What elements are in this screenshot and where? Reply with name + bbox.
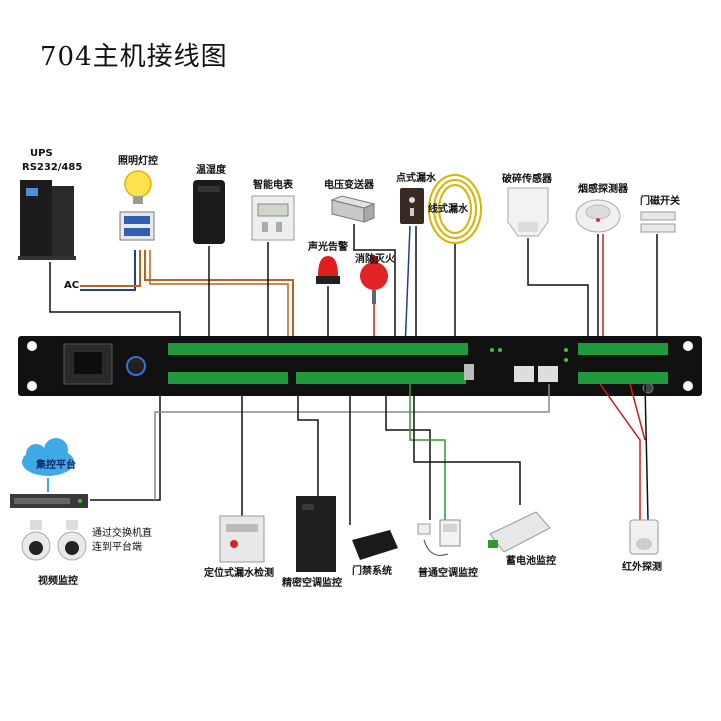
infrared-label: 红外探测 (622, 562, 662, 573)
ups-label: UPS (30, 148, 53, 159)
lighting-label: 照明灯控 (118, 156, 158, 167)
sound-light-alarm-label: 声光告警 (308, 242, 348, 253)
line-leak-cable-icon (428, 174, 482, 244)
smart-meter-label: 智能电表 (253, 180, 293, 191)
network-switch-icon (10, 494, 88, 508)
switch-note-line-1: 通过交换机直 (92, 528, 152, 539)
cloud-platform-icon (22, 438, 74, 476)
glass-break-label: 破碎传感器 (502, 174, 552, 185)
dome-camera-icon (57, 520, 87, 561)
host-704-chassis (18, 336, 702, 396)
voltage-transmitter-icon (330, 195, 376, 223)
video-label: 视频监控 (38, 576, 78, 587)
dome-camera-icon (21, 520, 51, 561)
fire-extinguish-label: 消防灭火 (355, 254, 395, 265)
precision-ac-cabinet-icon (296, 496, 336, 572)
smart-meter-icon (251, 195, 295, 241)
normal-ac-label: 普通空调监控 (418, 568, 478, 579)
infrared-detector-icon (629, 519, 659, 555)
smoke-detector-label: 烟感探测器 (578, 184, 628, 195)
spot-leak-sensor-icon (400, 188, 424, 224)
ac-label: AC (64, 280, 80, 291)
precision-ac-label: 精密空调监控 (282, 578, 342, 589)
temp-humidity-label: 温湿度 (196, 165, 226, 176)
switch-note-line-2: 连到平台端 (92, 542, 142, 553)
fixed-leak-label: 定位式漏水检测 (204, 568, 274, 579)
platform-label: 集控平台 (36, 460, 76, 471)
door-contact-icon (640, 211, 676, 233)
contactor-icon (119, 211, 155, 241)
voltage-transmitter-label: 电压变送器 (324, 180, 374, 191)
ups-device-icon (18, 180, 76, 260)
battery-monitor-icon (488, 511, 551, 553)
leak-controller-icon (219, 515, 265, 563)
glass-break-sensor-icon (507, 187, 549, 237)
door-contact-label: 门磁开关 (640, 196, 680, 207)
ac-controller-icon (417, 519, 461, 556)
smoke-detector-icon (575, 199, 621, 233)
light-bulb-icon (124, 170, 152, 204)
spot-leak-label: 点式漏水 (396, 173, 436, 184)
sound-light-alarm-icon (316, 256, 340, 284)
fire-extinguisher-icon (360, 256, 388, 304)
access-control-label: 门禁系统 (352, 566, 392, 577)
access-control-box-icon (352, 530, 398, 560)
line-leak-label: 线式漏水 (428, 204, 468, 215)
page-title: 704主机接线图 (40, 42, 228, 72)
temperature-humidity-sensor-icon (193, 180, 225, 244)
battery-label: 蓄电池监控 (506, 556, 556, 567)
ups-port-label: RS232/485 (22, 162, 83, 173)
